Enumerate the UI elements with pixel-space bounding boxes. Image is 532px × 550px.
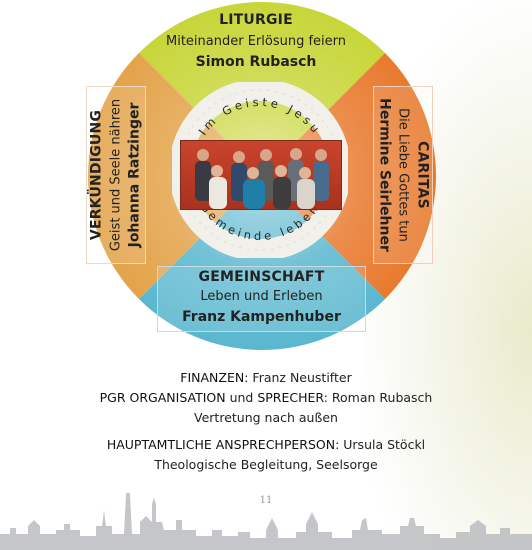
liturgie-person: Simon Rubasch — [195, 54, 317, 70]
finanzen-line: FINANZEN: Franz Neustifter — [0, 370, 532, 385]
caritas-subtitle: Die Liebe Gottes tun — [395, 108, 411, 242]
team-photo — [180, 140, 342, 210]
liturgie-title: LITURGIE — [219, 12, 293, 28]
gemeinschaft-person: Franz Kampenhuber — [182, 309, 341, 325]
caritas-title: CARITAS — [414, 141, 431, 209]
gemeinschaft-box: GEMEINSCHAFT Leben und Erleben Franz Kam… — [157, 266, 366, 332]
verkuendigung-box: VERKÜNDIGUNG Geist und Seele nähren Joha… — [86, 86, 146, 264]
caritas-person: Hermine Seirlehner — [376, 98, 393, 252]
liturgie-subtitle: Miteinander Erlösung feiern — [165, 34, 346, 49]
pgr-subline: Vertretung nach außen — [194, 410, 338, 425]
pgr-line: PGR ORGANISATION und SPRECHER: Roman Rub… — [0, 390, 532, 405]
hauptamtlich-name: : Ursula Stöckl — [335, 437, 426, 452]
page-number: 11 — [259, 495, 273, 506]
caritas-box: CARITAS Die Liebe Gottes tun Hermine Sei… — [373, 86, 433, 264]
gemeinschaft-title: GEMEINSCHAFT — [198, 269, 325, 285]
pgr-label: PGR ORGANISATION — [99, 390, 226, 405]
verkuendigung-subtitle: Geist und Seele nähren — [108, 98, 124, 252]
finanzen-label: FINANZEN — [180, 370, 245, 385]
finanzen-name: : Franz Neustifter — [244, 370, 352, 385]
gemeinschaft-subtitle: Leben und Erleben — [200, 289, 323, 304]
city-skyline-silhouette — [0, 492, 532, 550]
verkuendigung-person: Johanna Ratzinger — [126, 102, 143, 248]
hauptamtlich-label: HAUPTAMTLICHE ANSPRECHPERSON — [106, 437, 336, 452]
verkuendigung-title: VERKÜNDIGUNG — [88, 109, 105, 241]
pgr-und: und — [225, 390, 258, 405]
sprecher-label: SPRECHER — [257, 390, 324, 405]
liturgie-box: LITURGIE Miteinander Erlösung feiern Sim… — [155, 10, 357, 76]
hauptamtlich-subline: Theologische Begleitung, Seelsorge — [154, 457, 378, 472]
sprecher-name: : Roman Rubasch — [323, 390, 433, 405]
hauptamtlich-line: HAUPTAMTLICHE ANSPRECHPERSON: Ursula Stö… — [0, 437, 532, 452]
